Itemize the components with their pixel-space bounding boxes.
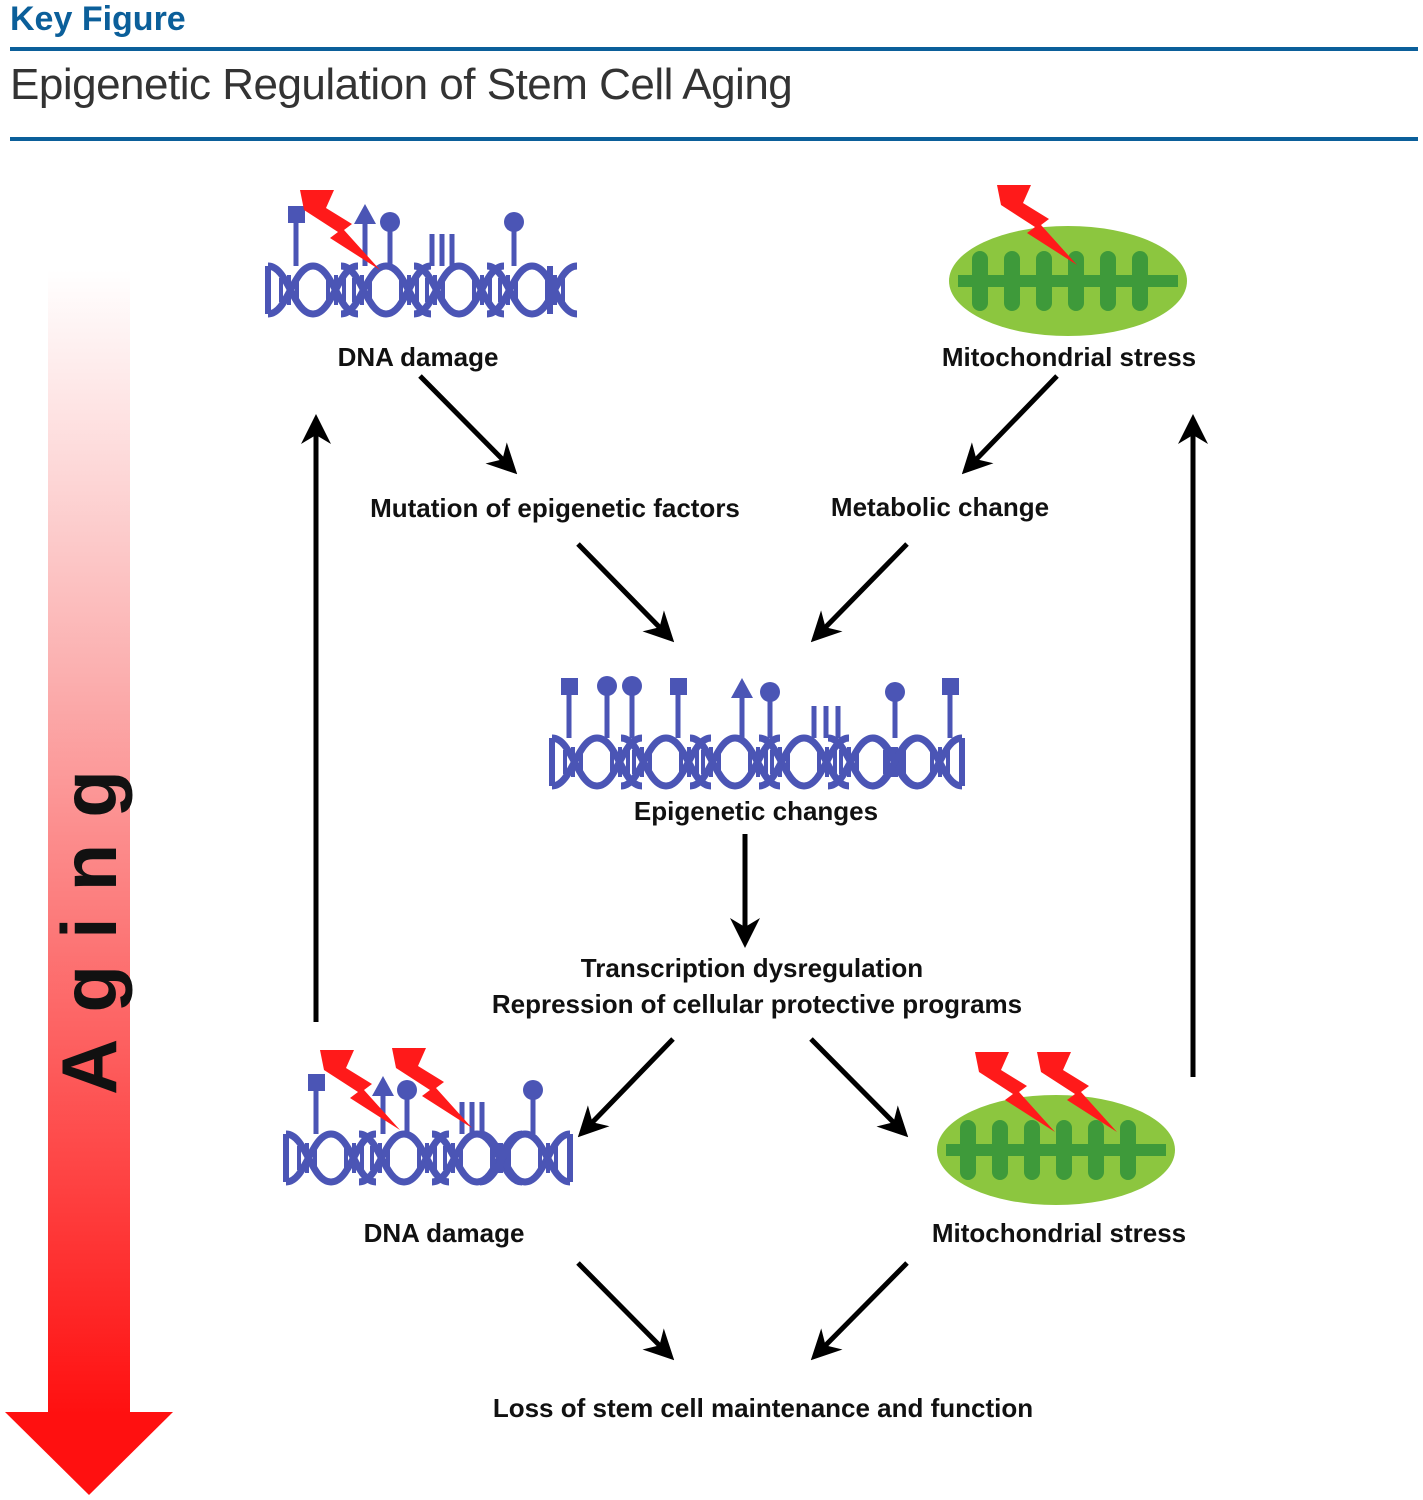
- label-dna-damage-bottom: DNA damage: [363, 1218, 525, 1248]
- key-figure-tag: Key Figure: [10, 0, 186, 38]
- aging-label: Aging: [45, 744, 133, 1095]
- dna-helix-icon-center: [552, 676, 962, 786]
- dna-helix-icon-bottom: [286, 1074, 570, 1182]
- figure-title: Epigenetic Regulation of Stem Cell Aging: [10, 60, 793, 109]
- arrow-mutation-to-epigenetic: [576, 542, 675, 643]
- aging-arrow: [5, 270, 173, 1495]
- label-transcription-line2: Repression of cellular protective progra…: [491, 989, 1023, 1019]
- header-rule-bottom: [10, 137, 1418, 141]
- label-dna-damage-top: DNA damage: [337, 342, 499, 372]
- header-rule-top: [10, 47, 1418, 51]
- arrow-transcription-to-dna: [577, 1037, 675, 1138]
- arrow-dna-to-loss: [576, 1261, 675, 1361]
- label-epigenetic-changes: Epigenetic changes: [633, 796, 879, 826]
- label-mito-stress-top: Mitochondrial stress: [941, 342, 1197, 372]
- label-metabolic: Metabolic change: [830, 492, 1050, 522]
- dna-helix-icon-top: [268, 204, 577, 314]
- arrow-mito-to-loss: [810, 1261, 909, 1361]
- label-mito-stress-bottom: Mitochondrial stress: [931, 1218, 1187, 1248]
- label-transcription-line1: Transcription dysregulation: [580, 953, 924, 983]
- arrow-dna-to-mutation: [418, 374, 518, 475]
- arrow-metabolic-to-epigenetic: [810, 542, 909, 643]
- label-mutation: Mutation of epigenetic factors: [370, 493, 740, 523]
- label-loss-of-stem-cell: Loss of stem cell maintenance and functi…: [492, 1393, 1034, 1423]
- mitochondrion-icon-top: [949, 226, 1187, 336]
- lightning-bolt-icon: [300, 190, 380, 270]
- arrow-transcription-to-mito: [809, 1037, 909, 1138]
- arrow-mito-to-metabolic: [961, 374, 1059, 475]
- mitochondrion-icon-bottom: [937, 1095, 1175, 1205]
